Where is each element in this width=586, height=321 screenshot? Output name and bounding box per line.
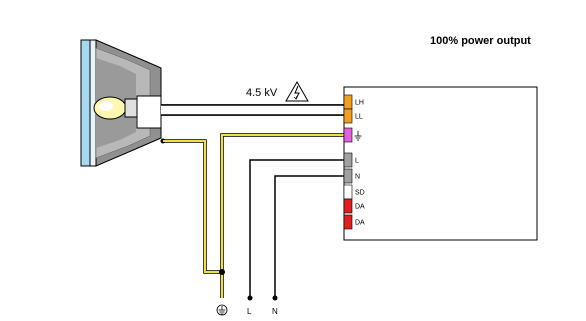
terminal-da-6 <box>343 198 353 214</box>
terminal-label-sd-5: SD <box>355 190 365 197</box>
terminal-label-da-6: DA <box>355 204 365 211</box>
lamp-socket-back <box>136 95 162 129</box>
terminal-n-4 <box>343 168 353 184</box>
terminal-label-n-4: N <box>355 174 360 181</box>
mains-wires <box>247 159 344 301</box>
neutral-label: N <box>272 307 278 316</box>
line-label: L <box>247 307 252 316</box>
lamp-bulb-highlight <box>99 101 113 111</box>
hv-cable <box>161 104 344 116</box>
lamp-assembly <box>80 39 166 167</box>
terminal-label-da-7: DA <box>355 220 365 227</box>
earth-wire <box>163 133 344 298</box>
earth-junction <box>219 269 225 275</box>
terminal-lh-0 <box>343 94 353 110</box>
terminal-l-3 <box>343 152 353 168</box>
lamp-lens <box>80 39 91 167</box>
ballast-box <box>343 86 538 241</box>
terminal-label-l-3: L <box>355 158 359 165</box>
line-terminal-dot <box>247 295 253 301</box>
supply-labels: L N <box>216 304 278 316</box>
lamp-socket <box>124 98 138 118</box>
terminal-ll-1 <box>343 108 353 124</box>
earth-wire-lamp <box>163 140 222 273</box>
neutral-wire <box>274 175 344 298</box>
terminal-da-7 <box>343 214 353 230</box>
terminal-label-ll-1: LL <box>355 114 363 121</box>
earth-ground-icon <box>216 304 228 316</box>
terminal-sd-5 <box>343 184 353 200</box>
earth-wire-lamp-outline <box>163 139 222 274</box>
voltage-label: 4.5 kV <box>246 87 278 99</box>
hv-cable-sheath <box>161 105 344 115</box>
earth-ground-icon <box>354 131 362 141</box>
line-wire <box>249 159 344 298</box>
neutral-terminal-dot <box>272 295 278 301</box>
high-voltage-warning-icon <box>285 81 309 102</box>
page-title: 100% power output <box>430 35 531 47</box>
earth-wire-ballast <box>221 134 344 298</box>
terminal-label-lh-0: LH <box>355 100 364 107</box>
terminal-earth-2 <box>343 127 353 143</box>
